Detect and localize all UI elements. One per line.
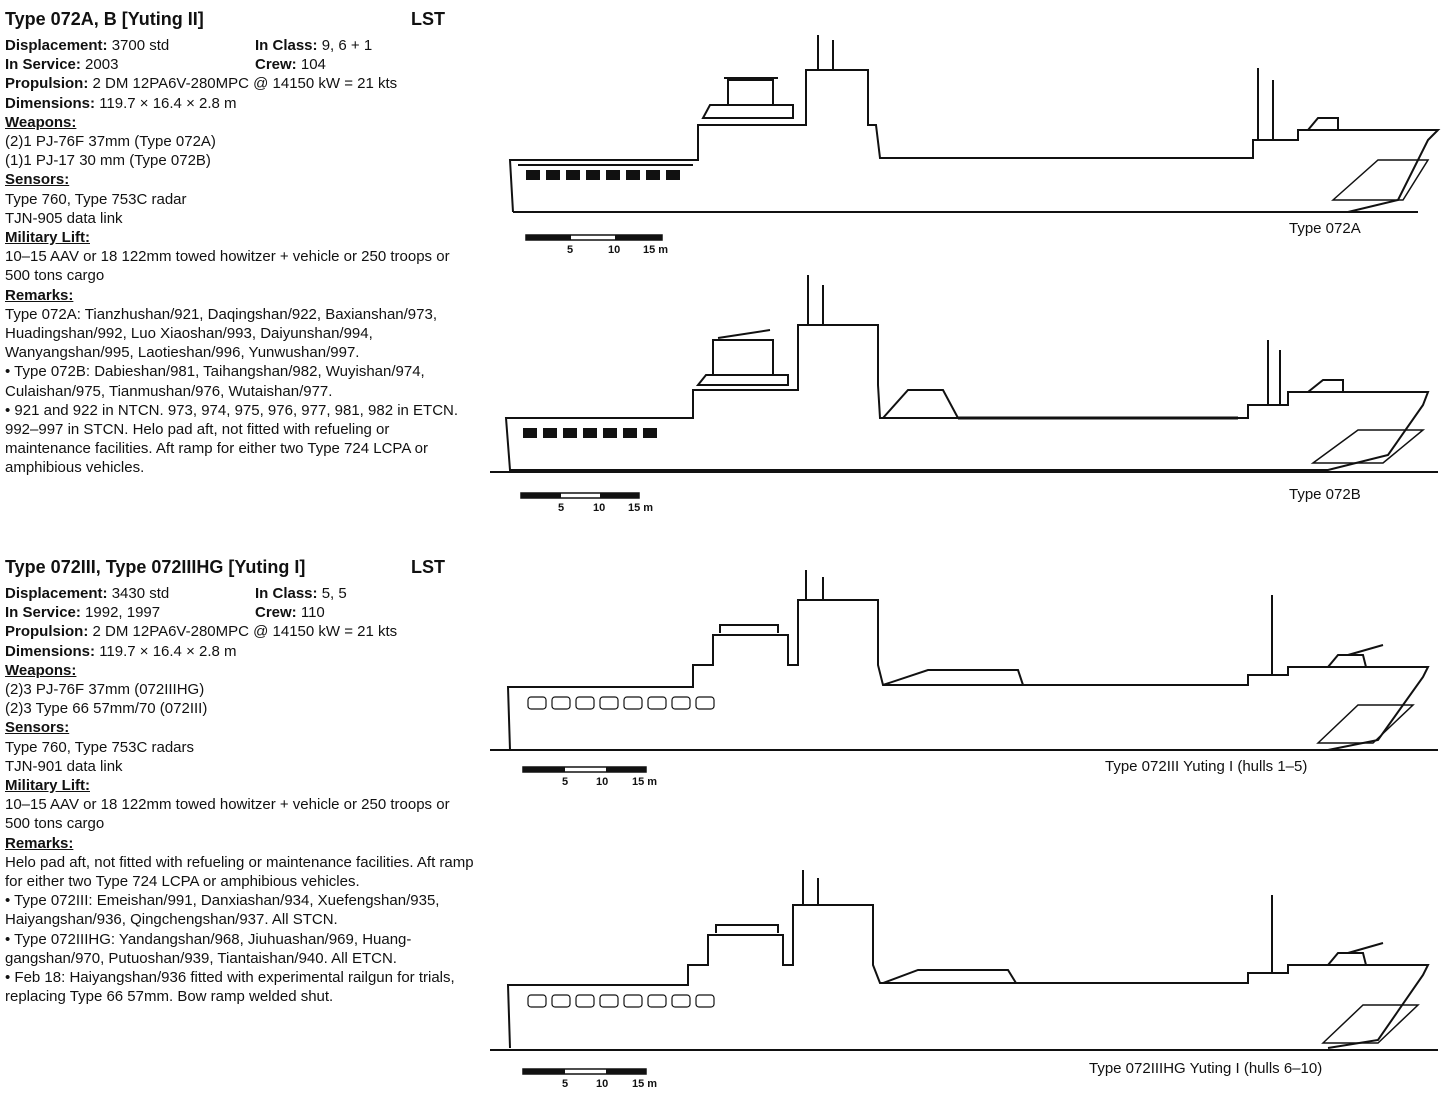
military-lift-heading: Military Lift: xyxy=(5,777,90,794)
propulsion-line: Propulsion: 2 DM 12PA6V-280MPC @ 14150 k… xyxy=(5,622,475,641)
displacement-row: Displacement: 3430 std In Class: 5, 5 xyxy=(5,584,475,603)
entry-header: Type 072A, B [Yuting II] LST xyxy=(5,9,475,36)
ship-profile-drawing-072a xyxy=(508,35,1441,213)
scale-tick-label: 5 xyxy=(562,1078,569,1090)
sensor-item: Type 760, Type 753C radar xyxy=(5,190,187,208)
military-lift-text: 10–15 AAV or 18 122mm towed howitzer + v… xyxy=(5,796,450,833)
crew-label: Crew: xyxy=(255,604,297,622)
propulsion-label: Propulsion: xyxy=(5,75,89,93)
scale-bar xyxy=(522,766,647,773)
in-class-value: 5, 5 xyxy=(321,585,347,602)
sensor-item: TJN-905 data link xyxy=(5,209,123,227)
scale-tick-label: 10 xyxy=(596,1078,609,1090)
entry-title: Type 072A, B [Yuting II] xyxy=(5,9,204,29)
dimensions-value: 119.7 × 16.4 × 2.8 m xyxy=(99,642,237,660)
displacement-label: Displacement: xyxy=(5,585,108,602)
in-service-value: 1992, 1997 xyxy=(85,604,161,622)
drawing-caption: Type 072IIIHG Yuting I (hulls 6–10) xyxy=(1089,1060,1323,1077)
remark-paragraph: • 921 and 922 in NTCN. 973, 974, 975, 97… xyxy=(5,401,459,477)
scale-tick-label: 15 m xyxy=(628,502,654,514)
scale-tick-label: 15 m xyxy=(632,1078,658,1090)
displacement-value: 3700 std xyxy=(111,37,170,54)
sensors-heading: Sensors: xyxy=(5,719,70,737)
sensor-item: Type 760, Type 753C radars xyxy=(5,738,195,756)
scale-bar xyxy=(520,492,640,499)
military-lift-heading: Military Lift: xyxy=(5,229,90,246)
dimensions-line: Dimensions: 119.7 × 16.4 × 2.8 m xyxy=(5,94,475,113)
in-service-label: In Service: xyxy=(5,56,81,74)
ship-profile-drawing-072b xyxy=(490,275,1438,473)
ship-entry-072iii: Type 072III, Type 072IIIHG [Yuting I] LS… xyxy=(5,557,475,1006)
in-class-value: 9, 6 + 1 xyxy=(321,37,373,54)
remarks-heading: Remarks: xyxy=(5,834,74,852)
crew-value: 110 xyxy=(300,604,325,622)
remark-paragraph: • Type 072B: Dabieshan/981, Taihangshan/… xyxy=(5,363,425,400)
crew-value: 104 xyxy=(300,56,326,74)
in-service-label: In Service: xyxy=(5,604,81,622)
scale-bar xyxy=(525,234,663,241)
weapon-item: (2)3 PJ-76F 37mm (072IIIHG) xyxy=(5,680,205,698)
ship-type-code: LST xyxy=(411,9,445,29)
propulsion-label: Propulsion: xyxy=(5,623,89,641)
drawing-caption: Type 072B xyxy=(1289,486,1361,503)
ship-entry-072a-b: Type 072A, B [Yuting II] LST Displacemen… xyxy=(5,9,475,478)
crew-label: Crew: xyxy=(255,56,297,74)
remark-paragraph: Helo pad aft, not fitted with refueling … xyxy=(5,853,474,891)
in-service-value: 2003 xyxy=(85,56,119,74)
sensor-item: TJN-901 data link xyxy=(5,757,123,775)
sensors-heading: Sensors: xyxy=(5,171,70,189)
remark-paragraph: • Feb 18: Haiyangshan/936 fitted with ex… xyxy=(5,969,455,1006)
scale-tick-label: 5 xyxy=(567,244,574,256)
service-row: In Service: 1992, 1997 Crew: 110 xyxy=(5,603,475,622)
dimensions-label: Dimensions: xyxy=(5,94,96,112)
ship-profile-drawing-072iii xyxy=(490,570,1438,751)
scale-tick-label: 10 xyxy=(608,244,621,256)
scale-tick-label: 10 xyxy=(596,776,609,788)
scale-tick-label: 15 m xyxy=(643,244,669,256)
weapons-heading: Weapons: xyxy=(5,113,77,131)
scale-bar xyxy=(522,1068,647,1075)
propulsion-value: 2 DM 12PA6V-280MPC @ 14150 kW = 21 kts xyxy=(92,623,398,641)
in-class-label: In Class: xyxy=(255,585,318,602)
propulsion-value: 2 DM 12PA6V-280MPC @ 14150 kW = 21 kts xyxy=(92,75,398,93)
weapon-item: (1)1 PJ-17 30 mm (Type 072B) xyxy=(5,152,211,170)
dimensions-line: Dimensions: 119.7 × 16.4 × 2.8 m xyxy=(5,642,475,661)
remark-paragraph: • Type 072IIIHG: Yandangshan/968, Jiuhua… xyxy=(5,930,412,967)
remarks-heading: Remarks: xyxy=(5,286,74,304)
propulsion-line: Propulsion: 2 DM 12PA6V-280MPC @ 14150 k… xyxy=(5,74,475,93)
displacement-value: 3430 std xyxy=(111,585,170,602)
remark-paragraph: • Type 072III: Emeishan/991, Danxiashan/… xyxy=(5,892,440,929)
dimensions-value: 119.7 × 16.4 × 2.8 m xyxy=(99,94,237,112)
weapons-heading: Weapons: xyxy=(5,661,77,679)
service-row: In Service: 2003 Crew: 104 xyxy=(5,55,475,74)
displacement-row: Displacement: 3700 std In Class: 9, 6 + … xyxy=(5,36,475,55)
dimensions-label: Dimensions: xyxy=(5,642,96,660)
weapon-item: (2)3 Type 66 57mm/70 (072III) xyxy=(5,700,208,718)
remark-paragraph: Type 072A: Tianzhushan/921, Daqingshan/9… xyxy=(5,305,437,362)
ship-profile-drawing-072iiihg xyxy=(490,870,1438,1051)
in-class-label: In Class: xyxy=(255,37,318,54)
drawing-caption: Type 072III Yuting I (hulls 1–5) xyxy=(1105,758,1308,775)
displacement-label: Displacement: xyxy=(5,37,108,54)
scale-tick-label: 5 xyxy=(562,776,569,788)
scale-tick-label: 10 xyxy=(593,502,606,514)
military-lift-text: 10–15 AAV or 18 122mm towed howitzer + v… xyxy=(5,248,450,285)
scale-tick-label: 15 m xyxy=(632,776,658,788)
entry-title: Type 072III, Type 072IIIHG [Yuting I] xyxy=(5,557,306,577)
ship-type-code: LST xyxy=(411,557,445,577)
scale-tick-label: 5 xyxy=(558,502,565,514)
weapon-item: (2)1 PJ-76F 37mm (Type 072A) xyxy=(5,132,216,150)
entry-header: Type 072III, Type 072IIIHG [Yuting I] LS… xyxy=(5,557,475,584)
drawing-caption: Type 072A xyxy=(1289,220,1361,237)
